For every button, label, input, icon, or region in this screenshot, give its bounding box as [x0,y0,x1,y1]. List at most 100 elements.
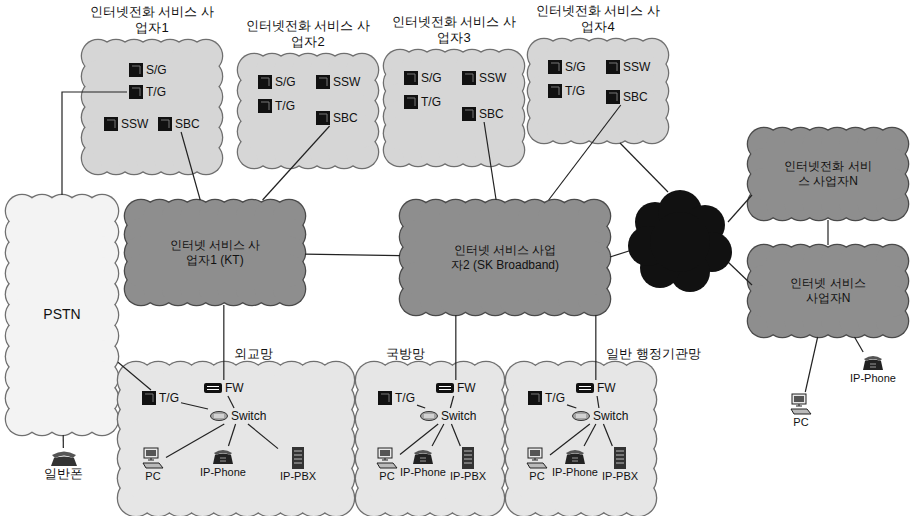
device-label: PC [793,415,808,429]
device-node: T/G [402,94,443,110]
fw-icon [436,382,454,394]
network-cloud: 인터넷 서비스 사업자2 (SK Broadband) [400,200,610,315]
pc-icon [790,393,812,415]
device-label: PC [379,469,394,483]
device-node: PC [140,446,166,484]
network-cloud: 인터넷 서비스 사업자1 (KT) [125,200,305,305]
provider-heading: 인터넷전화 서비스 사업자1 [82,4,222,37]
pbx-icon [613,447,627,469]
network-link [455,315,456,380]
box-icon [548,60,562,74]
network-heading: 외교망 [234,346,273,362]
device-label: IP-PBX [450,469,486,483]
network-heading: 일반 행정기관망 [606,346,701,362]
device-label: T/G [146,85,166,99]
device-label: PC [145,469,160,483]
device-label: IP-PBX [280,469,316,483]
network-cloud: 인터넷 서비스 사업자N [748,245,908,337]
device-node: S/G [256,74,298,90]
device-label: SSW [121,117,148,131]
device-label: SBC [623,90,648,104]
network-link [305,254,400,256]
device-node: IP-Phone [550,446,600,480]
device-node: IP-PBX [600,446,640,484]
device-label: FW [457,381,476,395]
box-icon [528,391,542,405]
device-node: IP-PBX [278,446,318,484]
device-label: SBC [175,117,200,131]
device-node: S/G [546,59,588,75]
lan-cloud: 일반 행정기관망FWT/GSwitchPCIP-PhoneIP-PBX [506,344,656,516]
box-icon [316,111,330,125]
device-node: SSW [102,116,150,132]
network-cloud: 인터넷전화 서비스 사업자N [748,128,908,220]
backbone-link [620,143,668,192]
network-heading: 국방망 [386,346,425,362]
switch-icon [210,411,228,421]
device-node: S/G [402,70,444,86]
device-node: SBC [460,106,506,122]
device-node: IP-Phone [198,446,248,480]
network-link [223,305,224,380]
device-label: PC [529,469,544,483]
device-node: T/G [546,83,587,99]
device-label: S/G [146,63,167,77]
device-label: 일반폰 [44,467,83,481]
box-icon [462,71,476,85]
device-node: SBC [604,89,650,105]
phone-icon [564,447,586,465]
pc-icon [376,447,398,469]
device-node: T/G [127,84,168,100]
box-icon [548,84,562,98]
device-node: S/G [127,62,169,78]
device-node: 일반폰 [42,448,85,482]
network-link [805,337,817,392]
device-node: SSW [604,59,652,75]
device-label: SSW [623,60,650,74]
device-node: Switch [208,408,268,424]
switch-icon [572,411,590,421]
fw-icon [576,382,594,394]
device-label: Switch [441,409,476,423]
phone-icon [212,447,234,465]
handset-icon [50,449,78,467]
box-icon [258,75,272,89]
device-label: T/G [395,391,415,405]
device-node: T/G [526,390,567,406]
cloud-label: 인터넷 서비스 사업자N [783,276,873,306]
cloud-label: 인터넷 서비스 사업자2 (SK Broadband) [450,243,560,273]
device-label: S/G [275,75,296,89]
box-icon [142,391,156,405]
device-label: T/G [545,391,565,405]
device-label: SSW [479,71,506,85]
box-icon [258,99,272,113]
device-label: S/G [565,60,586,74]
lan-cloud: 외교망 FW T/G SwitchPC IP-Phone IP-PBX [118,344,354,516]
box-icon [378,391,392,405]
device-node: IP-PBX [448,446,488,484]
device-label: FW [225,381,244,395]
box-icon [104,117,118,131]
device-label: IP-PBX [602,469,638,483]
device-label: IP-Phone [850,371,896,385]
box-icon [316,75,330,89]
device-node: T/G [256,98,297,114]
device-node: FW [574,380,618,396]
device-label: IP-Phone [200,465,246,479]
cloud-outline [356,362,504,516]
device-node: SSW [460,70,508,86]
device-node: T/G [140,390,181,406]
device-label: SBC [479,107,504,121]
box-icon [606,60,620,74]
pbx-icon [461,447,475,469]
device-node: FW [202,380,246,396]
network-cloud: 인터넷전화 서비스 사업자4S/GT/GSSWSBC [528,3,668,143]
cloud-outline [82,40,222,174]
device-node: SBC [156,116,202,132]
network-cloud: 인터넷전화 서비스 사업자1S/G T/G SSW SBC [82,4,222,174]
device-node: PC [524,446,550,484]
network-cloud: 인터넷전화 서비스 사업자2S/GT/GSSWSBC [238,18,378,168]
pc-icon [526,447,548,469]
box-icon [404,71,418,85]
